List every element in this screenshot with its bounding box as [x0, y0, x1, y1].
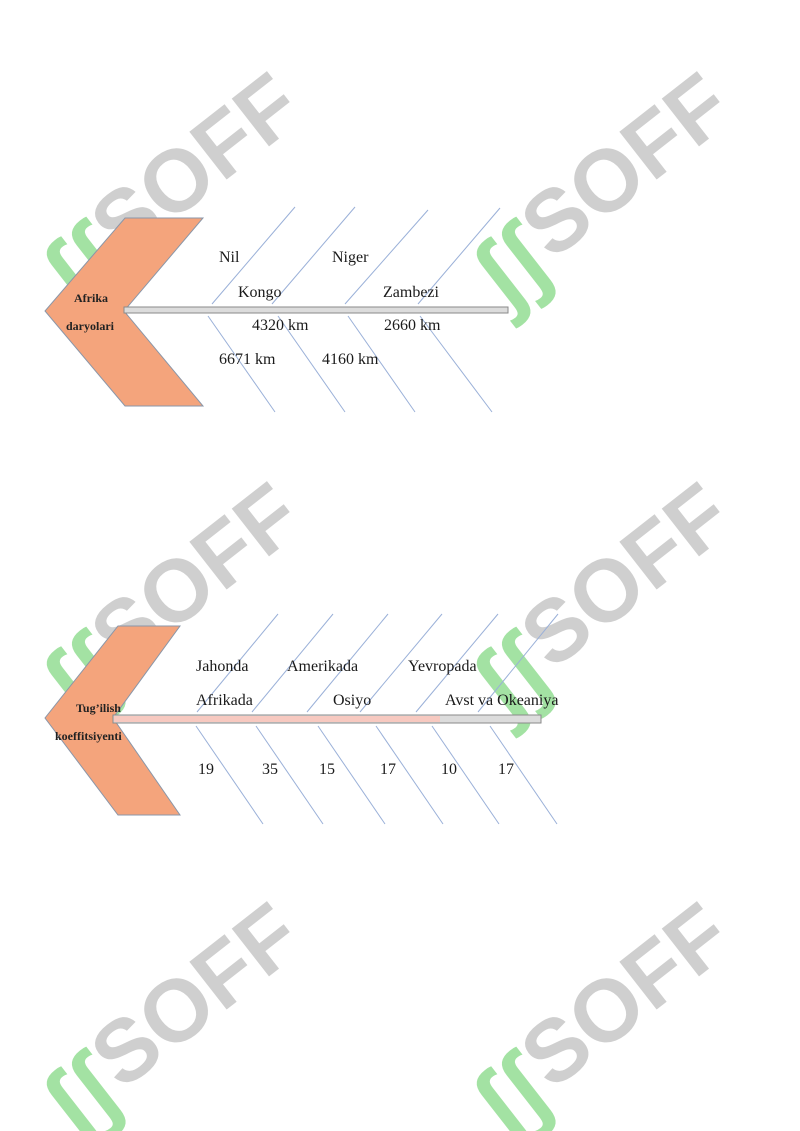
region-label-afrikada: Afrikada [196, 692, 253, 709]
region-label-osiyo: Osiyo [333, 692, 372, 709]
birthrate-value: 17 [380, 761, 396, 778]
fishbone-bone [271, 206, 356, 305]
birthrate-value: 17 [498, 761, 514, 778]
river-length-4320: 4320 km [252, 317, 309, 334]
region-label-avstraliya-okeaniya: Avst va Okeaniya [445, 692, 559, 709]
region-label-jahonda: Jahonda [196, 658, 249, 675]
birthrate-value: 35 [262, 761, 278, 778]
river-length-6671: 6671 km [219, 351, 276, 368]
birthrate-value: 10 [441, 761, 457, 778]
fishbone-bone [277, 315, 346, 413]
fishbone-bone [211, 206, 296, 305]
region-label-amerikada: Amerikada [287, 658, 359, 675]
fishbone-bone [255, 725, 324, 825]
fishbone-bone [195, 725, 264, 825]
fishbone-bone [306, 613, 389, 713]
fishbone-bone [344, 209, 429, 305]
fishbone-head-label: Tug’ilish [76, 701, 121, 715]
fishbone-bone [419, 315, 493, 413]
fishbone-bone [359, 613, 443, 713]
fishbone-bone [415, 613, 499, 713]
fishbone-spine [123, 306, 509, 314]
river-length-4160: 4160 km [322, 351, 379, 368]
birthrate-value: 19 [198, 761, 214, 778]
fishbone-head-label: koeffitsiyenti [55, 729, 122, 743]
river-label-niger: Niger [332, 249, 369, 266]
region-label-yevropada: Yevropada [408, 658, 477, 675]
fishbone-head-label: Afrika [74, 291, 108, 305]
fishbone-spine-highlight [114, 716, 440, 722]
fishbone-bone [317, 725, 386, 825]
fishbone-bone [347, 315, 416, 413]
fishbone-bone [375, 725, 444, 825]
fishbone-bone [207, 315, 276, 413]
fishbone-bone [196, 613, 279, 713]
fishbone-bone [477, 613, 559, 713]
fishbone-bone [417, 207, 501, 305]
river-length-2660: 2660 km [384, 317, 441, 334]
fishbone-bone [489, 725, 558, 825]
river-label-zambezi: Zambezi [383, 284, 439, 301]
birthrate-value: 15 [319, 761, 335, 778]
river-label-nil: Nil [219, 249, 240, 266]
fishbone-head-label: daryolari [66, 319, 114, 333]
fishbone-bone [431, 725, 500, 825]
fishbone-bone [251, 613, 334, 713]
river-label-kongo: Kongo [238, 284, 282, 301]
